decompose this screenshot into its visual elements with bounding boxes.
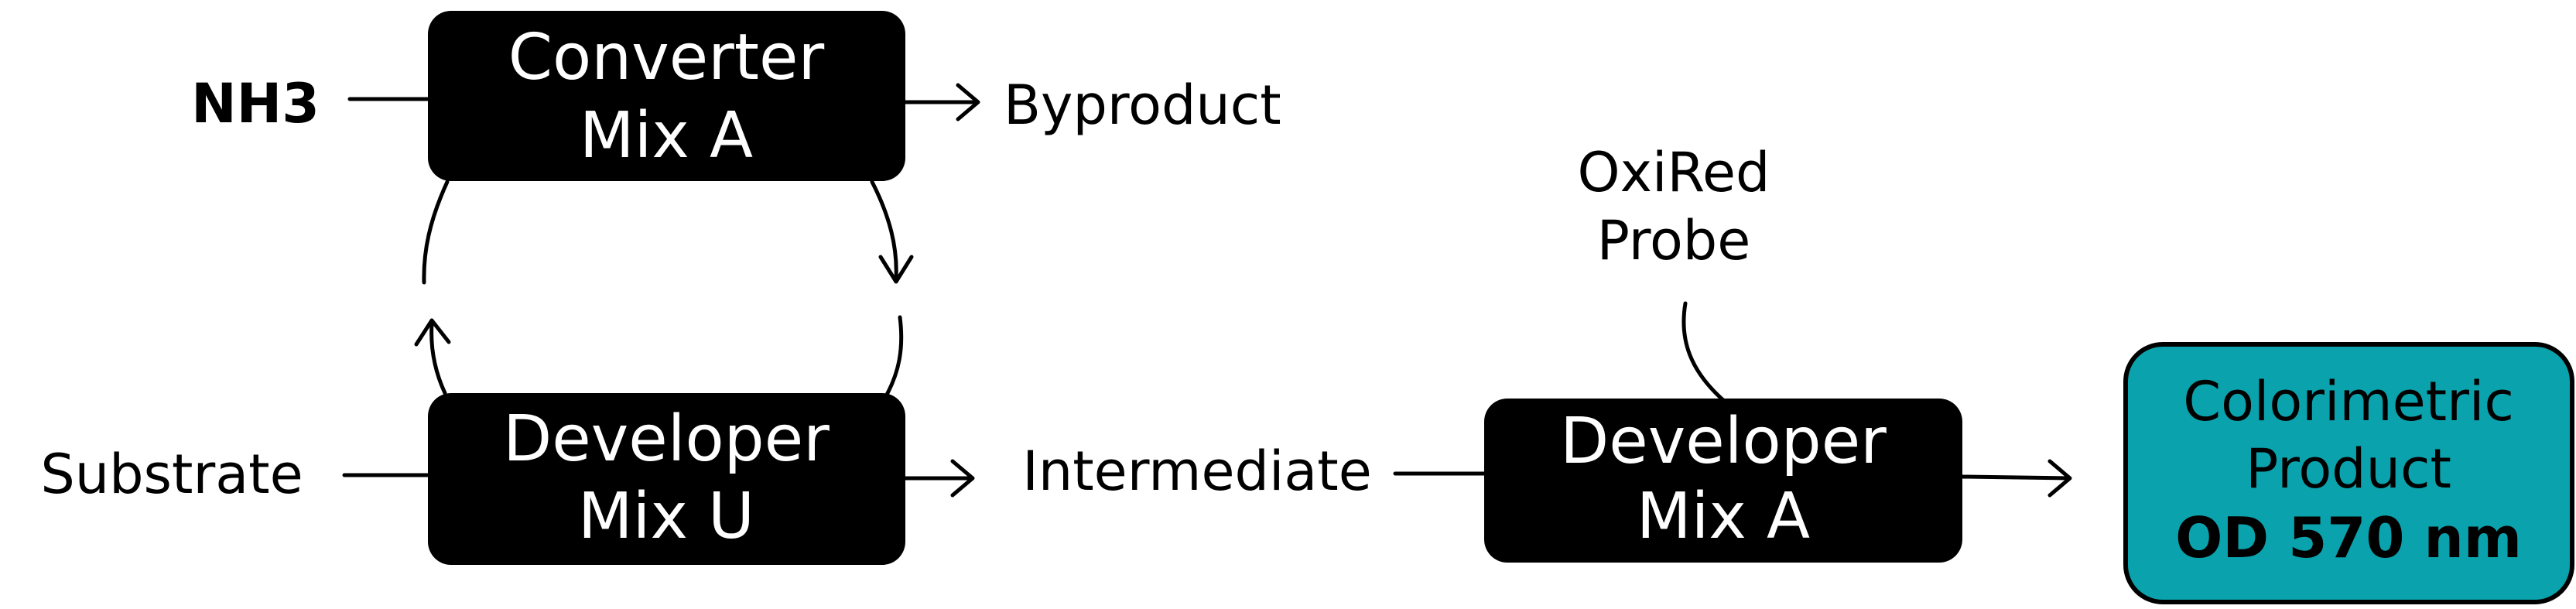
cycle-left-arc-bottom bbox=[429, 321, 447, 395]
product-wavelength: OD 570 nm bbox=[2175, 505, 2522, 570]
nh3-label: NH3 bbox=[191, 72, 320, 135]
cycle-left-arrowhead bbox=[414, 318, 451, 347]
product-line1: Colorimetric bbox=[2183, 370, 2514, 433]
product-line2: Product bbox=[2246, 437, 2451, 501]
cycle-right-arc-bottom bbox=[884, 315, 904, 397]
intermediate-label: Intermediate bbox=[1022, 440, 1372, 503]
substrate-label: Substrate bbox=[40, 443, 303, 506]
intermediate-arrowhead bbox=[950, 459, 975, 498]
cycle-right-arc-top bbox=[870, 180, 898, 281]
byproduct-label: Byproduct bbox=[1004, 74, 1281, 137]
cycle-right-arrowhead bbox=[878, 255, 914, 284]
developer-mix-a-line1: Developer bbox=[1560, 405, 1887, 478]
byproduct-arrowhead bbox=[956, 83, 980, 121]
converter-mix-a-line1: Converter bbox=[508, 21, 825, 94]
oxired-probe-label-line2: Probe bbox=[1597, 209, 1751, 272]
converter-mix-a-line2: Mix A bbox=[580, 99, 753, 173]
developer-mix-u-line1: Developer bbox=[503, 402, 830, 476]
developer-a-to-product-arrow bbox=[1960, 474, 2071, 481]
converter-mix-a-box: Converter Mix A bbox=[428, 11, 905, 181]
developer-mix-a-box: Developer Mix A bbox=[1484, 399, 1962, 563]
developer-mix-u-box: Developer Mix U bbox=[428, 393, 905, 565]
oxired-probe-label-line1: OxiRed bbox=[1578, 141, 1770, 204]
cycle-left-arc-top bbox=[422, 180, 450, 285]
developer-mix-a-line2: Mix A bbox=[1637, 480, 1810, 553]
developer-mix-u-line2: Mix U bbox=[578, 480, 754, 553]
oxired-probe-to-developer-a-curve bbox=[1681, 301, 1726, 403]
colorimetric-product-box: Colorimetric Product OD 570 nm bbox=[2123, 342, 2574, 604]
product-arrowhead bbox=[2047, 459, 2072, 498]
